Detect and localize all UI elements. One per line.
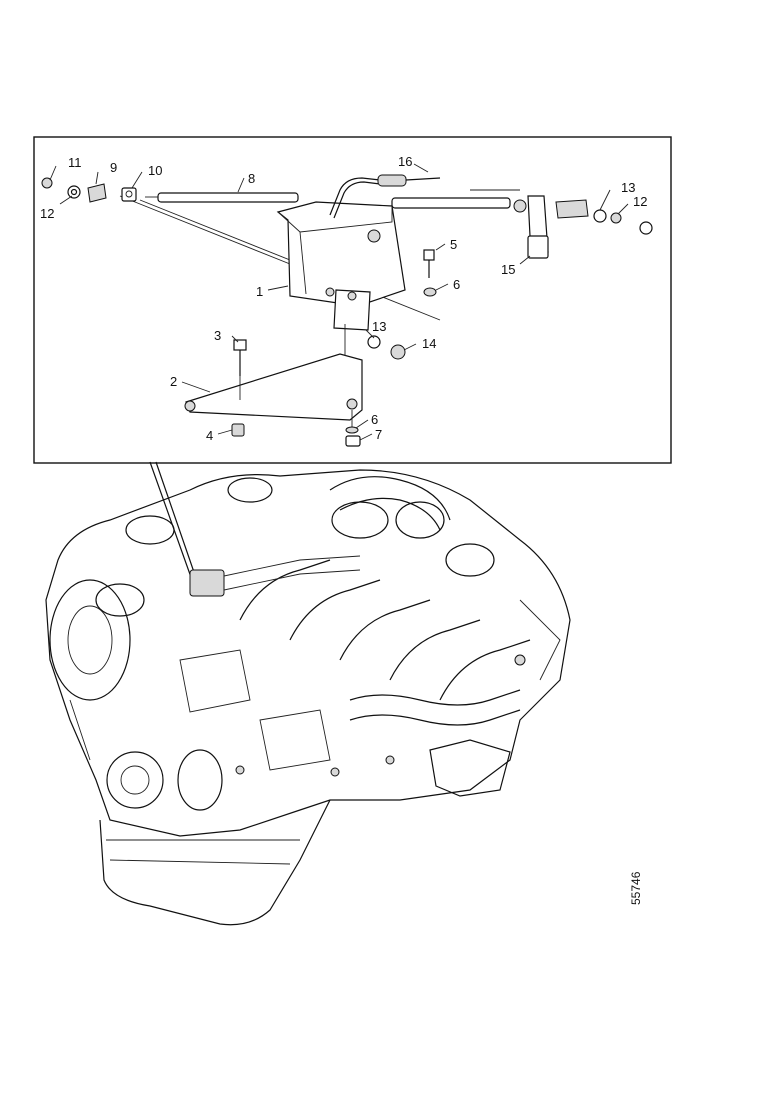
callout-12-left: 12 <box>40 206 54 221</box>
callout-6-lower: 6 <box>371 412 378 427</box>
cable-16 <box>329 174 441 219</box>
left-fittings <box>41 177 137 203</box>
callout-10: 10 <box>148 163 162 178</box>
callout-16: 16 <box>398 154 412 169</box>
callout-11: 11 <box>68 155 82 170</box>
nut-6-7 <box>345 426 361 447</box>
leader-lines <box>49 163 629 441</box>
bolt-3 <box>233 339 247 400</box>
callout-6-upper: 6 <box>453 277 460 292</box>
callout-4: 4 <box>206 428 213 443</box>
callout-12-right: 12 <box>633 194 647 209</box>
engine-illustration <box>45 469 571 926</box>
callout-1: 1 <box>256 284 263 299</box>
callout-13-center: 13 <box>372 319 386 334</box>
figure-number: 55746 <box>629 871 643 905</box>
callout-3: 3 <box>214 328 221 343</box>
callout-8: 8 <box>248 171 255 186</box>
right-fittings <box>527 195 653 259</box>
callout-13-right: 13 <box>621 180 635 195</box>
bolt-5 <box>423 249 437 297</box>
detail-view: 11 12 9 10 8 16 13 12 15 5 6 1 13 14 3 2… <box>40 154 653 447</box>
callout-14: 14 <box>422 336 436 351</box>
detail-pointer-line <box>149 461 193 581</box>
bracket-1 <box>276 201 406 331</box>
callout-5: 5 <box>450 237 457 252</box>
detail-frame <box>33 136 672 464</box>
plate-2 <box>184 324 363 428</box>
rod-left <box>145 192 299 203</box>
nut-4 <box>231 423 245 437</box>
nut-13-14 <box>367 335 406 360</box>
callout-9: 9 <box>110 160 117 175</box>
callout-2: 2 <box>170 374 177 389</box>
callout-7: 7 <box>375 427 382 442</box>
rod-right <box>391 189 527 213</box>
callout-15: 15 <box>501 262 515 277</box>
